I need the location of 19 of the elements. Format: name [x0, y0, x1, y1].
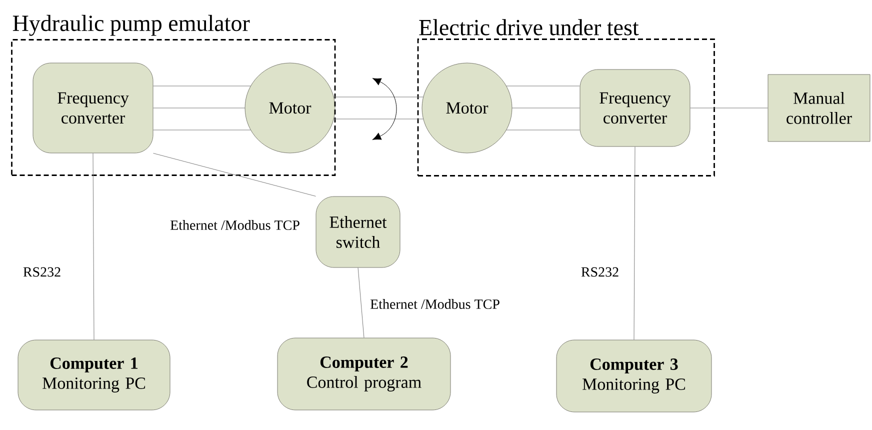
connector-line [153, 153, 316, 196]
controller-box: Manual controller [768, 74, 870, 142]
device-box: Computer 1 Monitoring PC [18, 340, 170, 410]
edge-label: Ethernet /Modbus TCP [169, 219, 301, 231]
connector-line [333, 96, 424, 98]
edge-label: RS232 [580, 266, 620, 278]
device-box: Computer 3 Monitoring PC [556, 340, 712, 412]
device-box: Computer 2 Control program [277, 338, 451, 410]
device-box: Ethernet switch [316, 196, 400, 268]
device-box: Frequency converter [32, 62, 154, 154]
connector-line [634, 146, 636, 340]
edge-label: Ethernet /Modbus TCP [369, 298, 501, 310]
connector-line [92, 153, 94, 340]
group-title: Hydraulic pump emulator [12, 14, 250, 36]
edge-label: RS232 [22, 266, 62, 278]
group-title: Electric drive under test [419, 19, 639, 36]
connector-line [333, 118, 424, 120]
device-box: Frequency converter [580, 69, 690, 147]
connector-line [358, 268, 364, 338]
